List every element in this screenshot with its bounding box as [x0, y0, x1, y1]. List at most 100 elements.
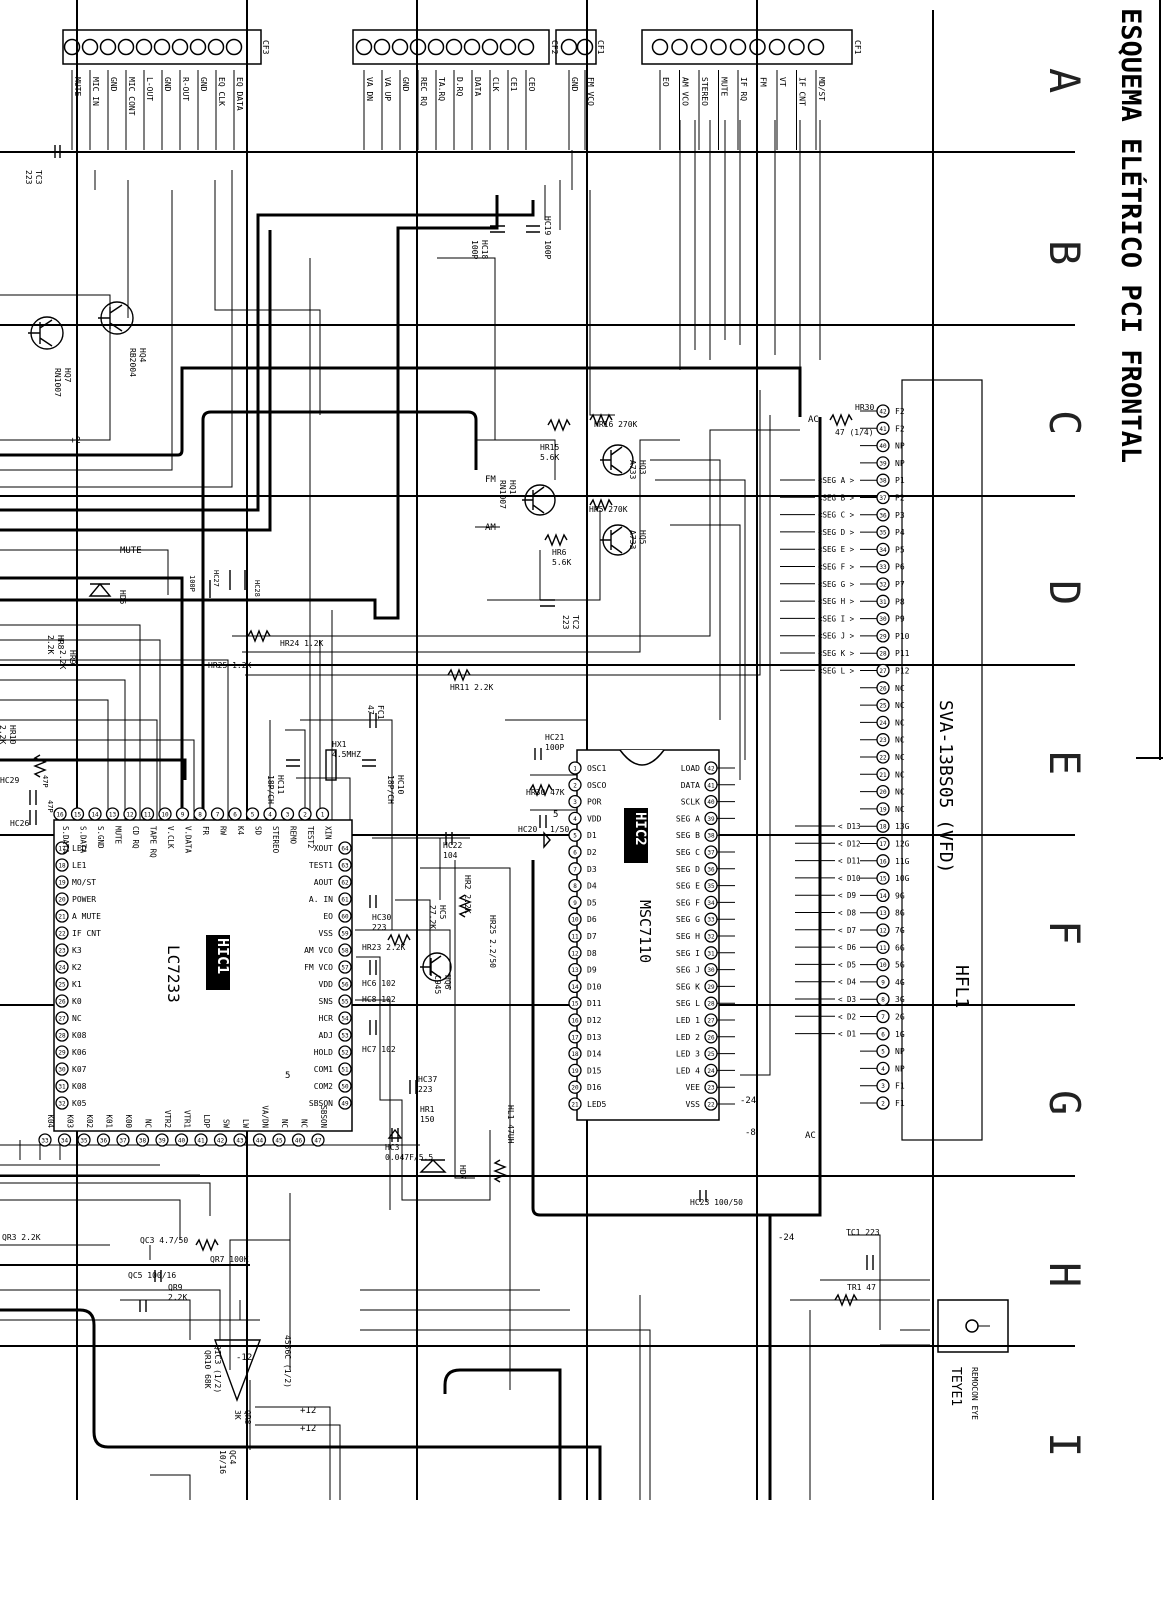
- ic-pin-label: RW: [219, 826, 228, 836]
- svg-text:63: 63: [341, 863, 349, 870]
- component-label-hc18: HC18: [480, 240, 489, 259]
- svg-text:22: 22: [58, 931, 66, 938]
- connector-pin: [81, 38, 99, 56]
- connector-pin-label: DATA: [473, 77, 482, 96]
- svg-text:33: 33: [707, 917, 715, 924]
- svg-text:30: 30: [58, 1067, 66, 1074]
- net-m24-a: -24: [778, 1233, 794, 1243]
- vfd-pin-label: F2: [895, 407, 905, 416]
- ic-pin: [338, 1096, 352, 1110]
- ic-pin: [568, 1097, 582, 1111]
- vfd-pin-label: P5: [895, 545, 905, 554]
- component-label-fc1: 47: [366, 705, 375, 715]
- component-label-qr8: 3K: [233, 1410, 242, 1420]
- vfd-pin-label: 2G: [895, 1013, 905, 1022]
- svg-text:6: 6: [881, 1031, 885, 1038]
- connector-pin: [427, 38, 445, 56]
- ic-pin: [55, 909, 69, 923]
- ic-pin: [55, 960, 69, 974]
- ic-pin-label: K07: [72, 1065, 87, 1074]
- connector-pin-label: STEREO: [700, 77, 709, 106]
- svg-text:8: 8: [198, 812, 202, 819]
- svg-text:12: 12: [571, 950, 579, 957]
- ic-pin-label: ADJ: [319, 1031, 333, 1040]
- ic-pin-label: NC: [72, 1014, 82, 1023]
- svg-text:25: 25: [58, 982, 66, 989]
- vfd-pin-label: 7G: [895, 926, 905, 935]
- svg-text:6: 6: [233, 812, 237, 819]
- component-label-hc8: HC8 102: [362, 995, 396, 1004]
- svg-text:28: 28: [58, 1033, 66, 1040]
- vfd-pin-label: 13G: [895, 822, 910, 831]
- svg-text:39: 39: [158, 1138, 166, 1145]
- ic-pin-label: VTR2: [163, 1110, 172, 1128]
- svg-text:44: 44: [256, 1138, 264, 1145]
- component-label-qc3: QC3 4.7/50: [140, 1236, 188, 1245]
- svg-text:37: 37: [119, 1138, 127, 1145]
- sheet-title: ESQUEMA ELÉTRICO PCI FRONTAL: [1115, 8, 1147, 463]
- ic-pin: [338, 875, 352, 889]
- svg-text:37: 37: [879, 495, 887, 502]
- svg-text:27: 27: [707, 1018, 715, 1025]
- wiring: [0, 120, 930, 1500]
- component-label-hx1: 4.5MHZ: [332, 750, 361, 759]
- svg-text:14: 14: [571, 984, 579, 991]
- svg-text:31: 31: [707, 950, 715, 957]
- svg-text:3: 3: [286, 812, 290, 819]
- seg-label: <SEG F >: [818, 563, 855, 572]
- component-label-hr8: HR8: [56, 635, 65, 650]
- vfd-part: SVA-13BS05 (VFD): [935, 700, 956, 873]
- connector-pin: [729, 38, 747, 56]
- ic-pin-label: K08: [72, 1082, 87, 1091]
- vfd-pin-label: 6G: [895, 943, 905, 952]
- component-label-hr6: 5.6K: [552, 558, 571, 567]
- component-label-hr1: 150: [420, 1115, 435, 1124]
- connector-pin: [560, 38, 578, 56]
- connector-pin: [135, 38, 153, 56]
- vfd-pin-label: P11: [895, 649, 910, 658]
- zone-label-b: B: [1040, 240, 1089, 265]
- vfd-pin-label: 4G: [895, 978, 905, 987]
- connector-pin: [690, 38, 708, 56]
- ic-pin: [155, 1133, 169, 1147]
- seg-label: <SEG C >: [818, 511, 855, 520]
- svg-text:47: 47: [314, 1138, 322, 1145]
- ic-pin: [55, 977, 69, 991]
- ic-pin-label: SEG H: [676, 932, 700, 941]
- connector-ref: CF1: [596, 40, 605, 55]
- seg-label: <SEG K >: [818, 649, 855, 658]
- vfd-pin-label: NC: [895, 805, 905, 814]
- vfd-pin-label: P4: [895, 528, 905, 537]
- vfd-pin-label: NP: [895, 1047, 905, 1056]
- svg-text:14: 14: [91, 812, 99, 819]
- svg-text:31: 31: [58, 1084, 66, 1091]
- ic-pin-label: D11: [587, 999, 602, 1008]
- ic-pin-label: EO: [323, 912, 333, 921]
- remocon-eye: REMOCON EYE TEYE1: [937, 1299, 1009, 1420]
- svg-text:56: 56: [341, 982, 349, 989]
- vfd-pin-label: NC: [895, 770, 905, 779]
- connector-ref: CF1: [853, 40, 862, 55]
- ic-pin-label: SEG I: [676, 949, 700, 958]
- net-mute: MUTE: [120, 546, 142, 556]
- ic-pin: [568, 761, 582, 775]
- connector-pin-label: VA DN: [365, 77, 374, 101]
- svg-text:9: 9: [573, 900, 577, 907]
- ic-pin-label: D15: [587, 1066, 602, 1075]
- svg-text:16: 16: [571, 1018, 579, 1025]
- svg-text:38: 38: [879, 478, 887, 485]
- ic-pin: [338, 1079, 352, 1093]
- component-label-hc37: 223: [418, 1085, 433, 1094]
- connector-pin: [576, 38, 594, 56]
- ic-pin-label: SW: [222, 1119, 231, 1129]
- svg-text:35: 35: [80, 1138, 88, 1145]
- ic-pin-label: K1: [72, 980, 82, 989]
- svg-text:8: 8: [573, 883, 577, 890]
- hic1-ref: HIC1: [214, 938, 232, 974]
- component-label-hd5: HD5: [118, 590, 127, 605]
- component-label-hq7: RN1007: [53, 368, 62, 397]
